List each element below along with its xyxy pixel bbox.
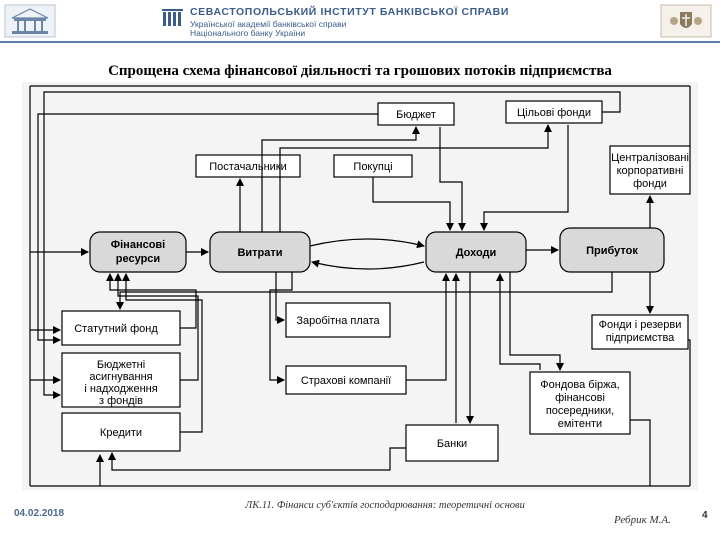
connector-profit-statutory [116,272,613,310]
connector-targetfunds-income [480,125,569,231]
page-number: 4 [702,510,708,521]
connector-credits-resources [122,273,203,433]
node-insurance: Страхові компанії [285,365,407,395]
connector-statutory-resources [106,273,197,329]
footer-author: Ребрик М.А. [614,514,671,526]
footer-date: 04.02.2018 [14,508,65,519]
node-funds-reserves: Фонди і резерви підприємства [591,314,689,350]
node-funds-reserves-line2: підприємства [606,332,675,344]
connector-expenses-wages [275,272,285,324]
node-budget-allocations-line1: Бюджетні [97,359,145,371]
node-wages-label: Заробітна плата [296,315,380,327]
node-centralized-funds-line1: Централізовані [611,152,689,164]
connector-budget-income [439,127,466,231]
node-centralized-funds-line2: корпоративні [617,165,684,177]
connector-allocations-resources [114,273,199,381]
node-budget-allocations-line3: і надходження [84,383,157,395]
node-insurance-label: Страхові компанії [301,375,391,387]
node-expenses: Витрати [209,231,311,273]
node-stock-exchange-line4: емітенти [558,418,602,430]
node-target-funds: Цільові фонди [505,100,603,124]
connector-targetfunds-allocations [43,91,621,399]
node-financial-resources-line2: ресурси [116,253,160,265]
node-credits: Кредити [61,412,181,452]
connector-insurance-income [406,273,450,381]
node-buyers: Покупці [333,154,413,178]
connector-expenses-income [309,238,425,249]
page-title: Спрощена схема фінансової діяльності та … [108,63,612,79]
connector-banks-credits [108,447,406,471]
institute-subtitle-2: Національного банку України [190,28,306,38]
connector-stock-income [496,273,541,370]
coat-of-arms-icon [660,4,712,38]
node-buyers-label: Покупці [353,161,392,173]
node-statutory-fund-label: Статутний фонд [74,323,158,335]
connector-expenses-target-funds [279,124,552,232]
connector-income-expenses [311,259,425,270]
node-profit-label: Прибуток [586,245,638,257]
node-suppliers: Постачальники [195,154,301,178]
node-expenses-label: Витрати [237,247,282,259]
connector-buyers-income [372,177,454,231]
node-suppliers-label: Постачальники [209,161,287,173]
flow-connectors [29,85,691,487]
connector-income-stock [509,272,564,371]
institute-logo-icon [162,9,183,26]
node-budget-allocations-line4: з фондів [99,395,143,407]
node-budget-allocations-line2: асигнування [89,371,152,383]
node-budget: Бюджет [377,102,455,126]
node-profit: Прибуток [559,227,665,273]
node-centralized-funds: Централізовані корпоративні фонди [609,145,691,195]
node-stock-exchange-line1: Фондова біржа, [540,379,619,391]
node-centralized-funds-line3: фонди [633,178,667,190]
node-banks-label: Банки [437,438,467,450]
node-income-label: Доходи [456,247,497,259]
node-wages: Заробітна плата [285,302,391,338]
node-statutory-fund: Статутний фонд [61,310,181,346]
slide-header: СЕВАСТОПОЛЬСЬКИЙ ІНСТИТУТ БАНКІВСЬКОЇ СП… [0,0,720,40]
footer-lecture-title: ЛК.11. Фінанси суб'єктів господарювання:… [245,500,525,511]
connector-expenses-budget [261,126,420,232]
connector-budget-allocations [37,113,378,344]
node-budget-allocations: Бюджетні асигнування і надходження з фон… [61,352,181,408]
building-emblem-icon [4,4,56,38]
node-budget-label: Бюджет [396,109,436,121]
node-stock-exchange: Фондова біржа, фінансові посередники, ем… [529,371,631,435]
node-financial-resources-line1: Фінансові [111,239,166,251]
node-credits-label: Кредити [100,427,142,439]
node-funds-reserves-line1: Фонди і резерви [599,319,682,331]
node-financial-resources: Фінансові ресурси [89,231,187,273]
header-divider [0,41,720,43]
institute-subtitle: Української академії банківської справи [190,19,347,29]
node-banks: Банки [405,424,499,462]
node-stock-exchange-line2: фінансові [555,392,605,404]
node-stock-exchange-line3: посередники, [546,405,614,417]
institute-name: СЕВАСТОПОЛЬСЬКИЙ ІНСТИТУТ БАНКІВСЬКОЇ СП… [190,6,509,18]
institute-banner: СЕВАСТОПОЛЬСЬКИЙ ІНСТИТУТ БАНКІВСЬКОЇ СП… [160,6,580,38]
connector-expenses-insurance [269,272,293,384]
node-income: Доходи [425,231,527,273]
node-target-funds-label: Цільові фонди [517,107,591,119]
